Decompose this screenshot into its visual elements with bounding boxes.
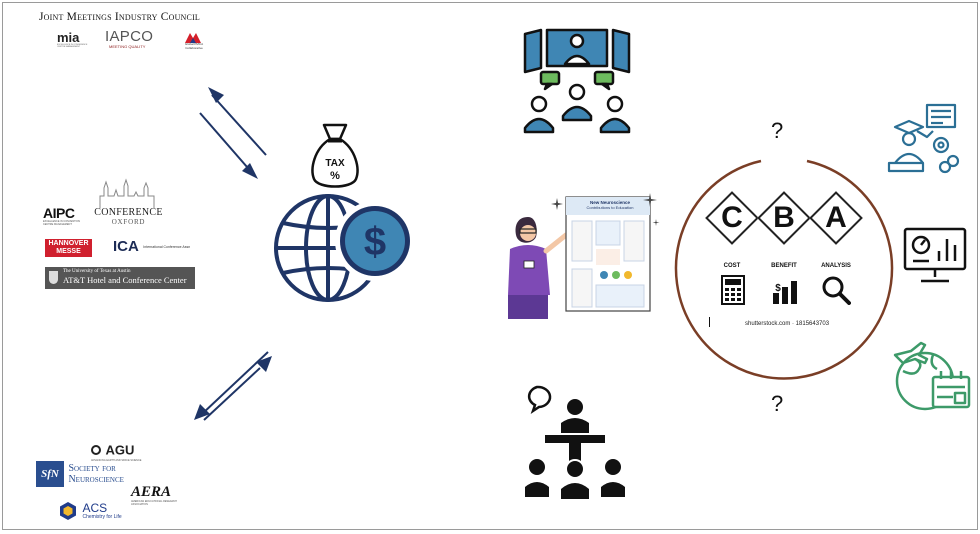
iapco-logo-text: IAPCO xyxy=(105,28,154,45)
acs-hexagon-icon xyxy=(60,502,76,520)
arrow-line-down xyxy=(199,112,255,176)
calculator-icon xyxy=(721,275,745,305)
oxford-skyline-icon xyxy=(99,178,155,208)
cba-question-top: ? xyxy=(771,118,784,143)
aipc-logo: AIPC EXCELLENCE IN CONVENTION CENTRE MAN… xyxy=(43,206,85,226)
cba-letter-a: A xyxy=(825,201,847,234)
sfn-logo-line1: Society for xyxy=(68,463,116,474)
ut-logo-line2: AT&T Hotel and Conference Center xyxy=(63,275,187,285)
ica-logo: ICA International Conference Assn xyxy=(113,238,191,256)
agu-logo: AGU ADVANCING EARTH AND SPACE SCIENCE xyxy=(91,441,141,462)
pmca-logo: Global PMCA Collaborative xyxy=(179,31,209,50)
mia-logo-sub: EXCELLENCE IN CONFERENCE CENTRE MANAGEME… xyxy=(57,44,88,48)
cba-label-cost: COST xyxy=(723,263,741,269)
cba-question-bottom: ? xyxy=(771,391,784,416)
agu-logo-sub: ADVANCING EARTH AND SPACE SCIENCE xyxy=(91,459,142,462)
cba-circle xyxy=(674,159,894,380)
arrow-line-right xyxy=(203,367,261,421)
education-research-icon xyxy=(887,103,960,174)
shutterstock-credit: shutterstock.com · 1815643703 xyxy=(745,321,830,327)
presenter-with-poster: New Neuroscience Contributions to Educat… xyxy=(500,191,662,321)
arrow-line-up xyxy=(211,94,267,156)
mia-logo: mia EXCELLENCE IN CONFERENCE CENTRE MANA… xyxy=(57,31,89,48)
jmic-logo-group: Joint Meetings Industry Council mia EXCE… xyxy=(39,11,239,61)
hannover-logo-line1: HANNOVER xyxy=(48,240,89,247)
iapco-logo: IAPCO MEETING QUALITY xyxy=(105,29,153,49)
aera-logo-text: AERA xyxy=(131,484,172,500)
tax-bag-percent: % xyxy=(330,170,340,182)
pmca-logo-text: Global PMCA Collaborative xyxy=(184,42,204,50)
aera-logo: AERA AMERICAN EDUCATIONAL RESEARCH ASSOC… xyxy=(131,484,191,507)
agu-globe-icon xyxy=(91,444,101,455)
poster-title-line1: New Neuroscience xyxy=(589,200,631,205)
acs-logo-sub: Chemistry for Life xyxy=(82,514,122,520)
tax-bag-label: TAX xyxy=(325,158,345,169)
poster-title-line2: Contributions to Education xyxy=(586,205,634,210)
cba-letter-b: B xyxy=(773,201,795,234)
jmic-title: Joint Meetings Industry Council xyxy=(39,11,201,23)
mia-logo-text: mia xyxy=(57,30,80,45)
sfn-logo: SfN Society for Neuroscience xyxy=(36,461,124,487)
aipc-logo-sub: EXCELLENCE IN CONVENTION CENTRE MANAGEME… xyxy=(43,220,81,226)
venue-logo-group: AIPC EXCELLENCE IN CONVENTION CENTRE MAN… xyxy=(43,178,198,293)
cba-divider xyxy=(709,317,710,327)
ica-logo-text: ICA xyxy=(113,238,139,255)
sparkle-icon xyxy=(643,193,660,226)
magnifier-icon xyxy=(822,276,851,305)
pmca-mountain-icon xyxy=(185,33,201,43)
poster-title: New Neuroscience Contributions to Educat… xyxy=(570,200,650,210)
sfn-mark: SfN xyxy=(36,461,64,487)
globe-dollar-icon: $ xyxy=(274,194,415,302)
cba-label-benefit: BENEFIT xyxy=(771,263,797,269)
conference-oxford-line1: CONFERENCE xyxy=(94,207,163,218)
arrows-bottom-left xyxy=(194,351,272,421)
sfn-logo-line2: Neuroscience xyxy=(68,474,124,485)
hannover-messe-logo: HANNOVER MESSE xyxy=(45,239,92,257)
tax-money-bag-icon: TAX % xyxy=(311,123,359,188)
ica-logo-sub: International Conference Assn xyxy=(143,244,191,249)
iapco-logo-sub: MEETING QUALITY xyxy=(109,44,146,49)
acs-logo-text: ACS xyxy=(82,501,108,515)
ut-logo-line1: The University of Texas at Austin xyxy=(63,269,131,274)
sparkle-small-icon xyxy=(551,198,563,210)
poster-icon xyxy=(565,196,651,312)
ut-att-logo: The University of Texas at Austin AT&T H… xyxy=(45,267,195,289)
coin-face xyxy=(345,211,405,271)
cba-letter-c: C xyxy=(721,201,743,234)
arrowhead-down-icon xyxy=(242,163,258,179)
hannover-logo-line2: MESSE xyxy=(56,248,81,255)
presenter-woman-icon xyxy=(508,217,569,319)
society-logo-group: AGU ADVANCING EARTH AND SPACE SCIENCE Sf… xyxy=(36,441,206,529)
cba-graphic: C B A COST BENEFIT ANALYSIS $ shuttersto… xyxy=(705,191,863,328)
benefit-bars-icon: $ xyxy=(773,281,797,304)
aera-logo-sub: AMERICAN EDUCATIONAL RESEARCH ASSOCIATIO… xyxy=(131,500,177,506)
ut-shield-icon xyxy=(49,271,58,284)
cba-label-analysis: ANALYSIS xyxy=(821,263,851,269)
arrowhead-right-icon xyxy=(256,356,272,372)
aipc-logo-text: AIPC xyxy=(43,205,75,221)
conference-oxford-line2: OXFORD xyxy=(111,218,146,226)
benefit-dollar: $ xyxy=(775,283,781,294)
arrowhead-up-icon xyxy=(208,87,224,103)
monitor-dashboard-icon xyxy=(903,227,967,283)
travel-globe-ticket-icon xyxy=(893,341,971,411)
video-conference-icon xyxy=(523,28,631,134)
arrowhead-left-icon xyxy=(194,404,210,420)
conference-oxford-logo: CONFERENCE OXFORD xyxy=(91,208,166,227)
acs-logo: ACS Chemistry for Life xyxy=(58,501,122,521)
lecture-speaker-icon xyxy=(525,385,625,499)
agu-logo-text: AGU xyxy=(105,442,135,458)
dollar-sign: $ xyxy=(364,220,386,264)
arrows-top-left xyxy=(199,87,267,179)
cba-ring xyxy=(674,159,894,380)
